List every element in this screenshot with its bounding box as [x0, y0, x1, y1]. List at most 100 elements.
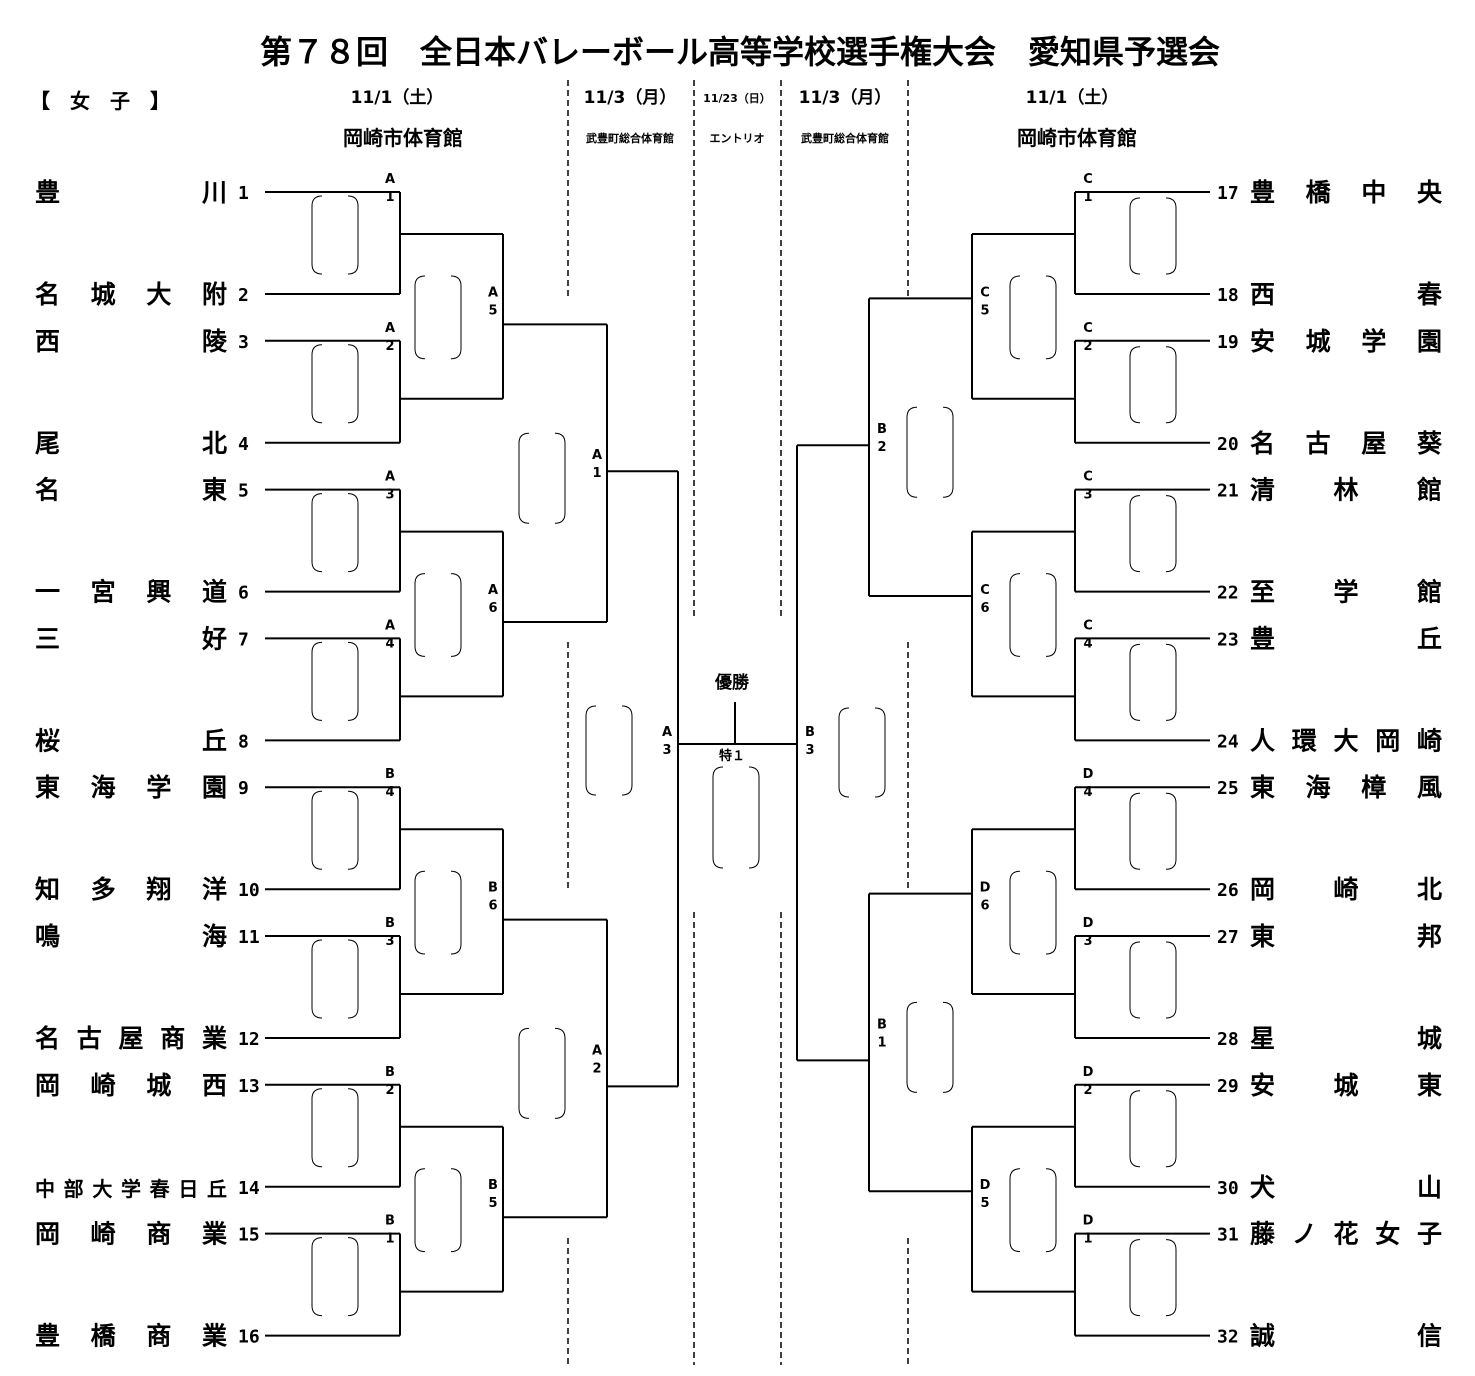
match-label-right-r2-char: C	[980, 285, 990, 300]
match-label-left-r4-char: 3	[662, 743, 671, 758]
score-bracket-right-r1-left-paren	[1129, 1239, 1141, 1317]
score-bracket-right-r1-right-paren	[1165, 941, 1177, 1019]
score-bracket-left-r3-right-paren	[554, 1027, 566, 1119]
score-bracket-right-r1-left-paren	[1129, 197, 1141, 275]
score-bracket-right-r2-left-paren	[1009, 573, 1021, 657]
score-bracket-left-r3-left-paren	[518, 432, 530, 524]
score-bracket-left-r1-right-paren	[347, 195, 359, 275]
team-number-right: 29	[1217, 1076, 1239, 1097]
team-number-left: 15	[238, 1225, 260, 1246]
team-number-right: 24	[1217, 731, 1239, 752]
date-left-outer: 11/1（土）	[351, 87, 444, 108]
score-bracket-left-r2-right-paren	[450, 275, 462, 360]
match-label-right-r3-char: B	[877, 1017, 887, 1032]
team-name-right: 至 学 館	[1250, 578, 1442, 607]
score-bracket-left-r1-left-paren	[311, 195, 323, 275]
match-label-right-r2-char: C	[980, 583, 990, 598]
score-bracket-left-r1-left-paren	[311, 939, 323, 1019]
team-name-right: 誠 信	[1250, 1322, 1442, 1351]
match-label-left-r2-char: A	[488, 583, 498, 598]
team-name-left: 岡崎商業	[35, 1220, 227, 1249]
match-label-left-r3-char: A	[592, 1043, 602, 1058]
match-label-left-r1-char: A	[385, 172, 395, 187]
match-label-left-r1-char: B	[385, 916, 395, 931]
score-bracket-left-r2-left-paren	[414, 870, 426, 955]
score-bracket-left-r1-right-paren	[347, 790, 359, 870]
score-bracket-right-r2-right-paren	[1045, 870, 1057, 955]
score-bracket-right-r4-left-paren	[838, 707, 850, 798]
date-center: 11/23（日）	[703, 92, 771, 105]
match-label-right-r2-char: 5	[980, 303, 989, 318]
team-name-right: 東海樟風	[1250, 773, 1442, 802]
team-name-left: 桜 丘	[35, 726, 227, 755]
team-number-right: 22	[1217, 583, 1239, 604]
match-label-right-r1-char: 3	[1083, 934, 1092, 949]
team-name-left: 三 好	[35, 624, 227, 653]
score-bracket-right-r2-left-paren	[1009, 275, 1021, 360]
score-bracket-left-r4-right-paren	[621, 705, 633, 796]
team-number-left: 2	[238, 285, 249, 306]
score-bracket-left-r1-left-paren	[311, 1237, 323, 1317]
match-label-left-r2-char: B	[488, 1178, 498, 1193]
team-name-left: 東海学園	[35, 773, 227, 802]
score-bracket-left-r3-right-paren	[554, 432, 566, 524]
score-bracket-right-r2-right-paren	[1045, 275, 1057, 360]
match-label-left-r3-char: 2	[592, 1061, 601, 1076]
final-match-label: 特１	[719, 748, 745, 764]
venue-center: エントリオ	[710, 132, 765, 145]
score-bracket-left-r2-left-paren	[414, 573, 426, 657]
score-bracket-left-r1-right-paren	[347, 939, 359, 1019]
team-number-right: 28	[1217, 1029, 1239, 1050]
venue-left-inner: 武豊町総合体育館	[586, 131, 674, 145]
score-bracket-right-r1-right-paren	[1165, 495, 1177, 573]
score-bracket-right-r1-right-paren	[1165, 1090, 1177, 1168]
match-label-right-r3-char: B	[877, 422, 887, 437]
score-bracket-right-r1-left-paren	[1129, 941, 1141, 1019]
score-bracket-right-r3-left-paren	[906, 406, 918, 498]
score-bracket-right-r2-left-paren	[1009, 870, 1021, 955]
team-name-right: 豊 丘	[1250, 624, 1442, 653]
match-label-left-r1-char: B	[385, 1065, 395, 1080]
score-bracket-right-r1-right-paren	[1165, 1239, 1177, 1317]
category-label: 【 女 子 】	[30, 89, 170, 113]
score-bracket-right-r2-right-paren	[1045, 573, 1057, 657]
team-name-left: 尾 北	[35, 429, 227, 458]
team-number-left: 7	[238, 629, 249, 650]
match-label-right-r1-char: 1	[1083, 1232, 1092, 1247]
team-name-right: 藤ノ花女子	[1250, 1220, 1442, 1249]
date-right-inner: 11/3（月）	[799, 87, 892, 108]
match-label-right-r2-char: D	[980, 881, 991, 896]
team-name-right: 人環大岡崎	[1250, 726, 1442, 755]
score-bracket-left-r1-left-paren	[311, 1088, 323, 1168]
team-name-right: 西 春	[1250, 280, 1442, 309]
team-name-left: 名 東	[35, 476, 227, 505]
team-number-right: 30	[1217, 1178, 1239, 1199]
score-bracket-left-r4-left-paren	[585, 705, 597, 796]
venue-left-outer: 岡崎市体育館	[343, 126, 463, 150]
score-bracket-final-left-paren	[712, 766, 724, 869]
match-label-left-r1-char: A	[385, 321, 395, 336]
score-bracket-left-r1-right-paren	[347, 493, 359, 573]
match-label-right-r2-char: D	[980, 1178, 991, 1193]
score-bracket-left-r2-right-paren	[450, 870, 462, 955]
match-label-right-r1-char: C	[1083, 321, 1093, 336]
match-label-right-r1-char: 3	[1083, 488, 1092, 503]
match-label-left-r3-char: 1	[592, 466, 601, 481]
team-name-left: 中部大学春日丘	[35, 1177, 227, 1201]
team-number-right: 31	[1217, 1225, 1239, 1246]
team-name-right: 安城学園	[1250, 327, 1442, 356]
team-name-left: 豊 川	[35, 178, 227, 207]
